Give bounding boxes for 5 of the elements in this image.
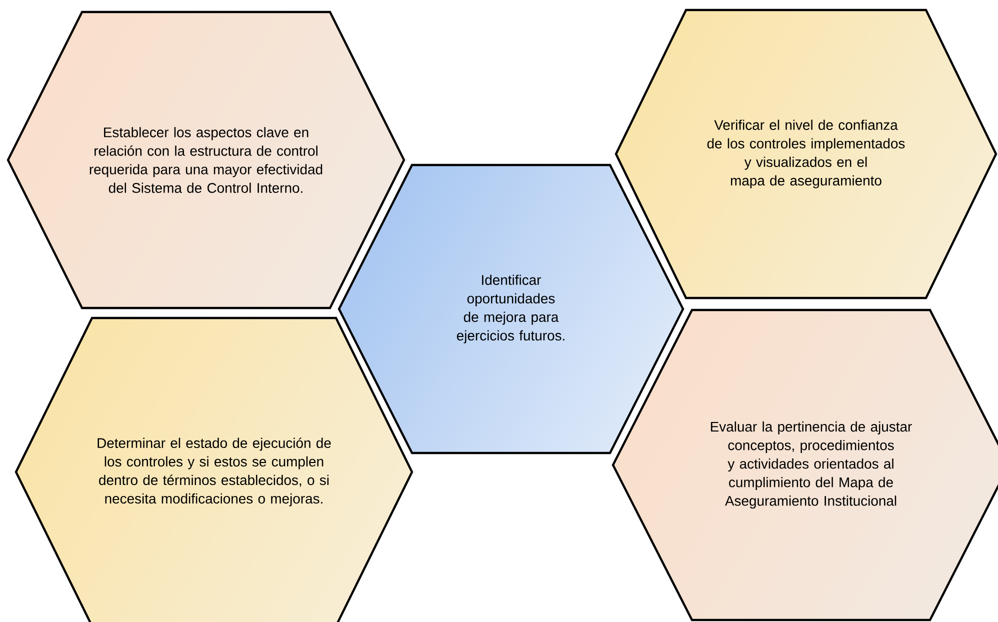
hexagon: Identificar oportunidades de mejora para ejercicios futuros. — [338, 164, 684, 454]
hexagon: Verificar el nivel de confianza de los controles implementados y visualizados en el mapa de aseguramiento — [614, 8, 998, 300]
hexagon: Evaluar la pertinencia de ajustar conceptos, procedimientos y actividades orientados al cumplimiento del Mapa de Aseguramiento Institucional — [612, 308, 998, 622]
hexagon: Determinar el estado de ejecución de los controles y si estos se cumplen dentro de términos establecidos, o si necesita modificaciones o mejoras. — [14, 316, 414, 622]
hexagon: Establecer los aspectos clave en relación con la estructura de control requerida para una mayor efectividad del Sistema de Control Interno. — [6, 10, 406, 310]
